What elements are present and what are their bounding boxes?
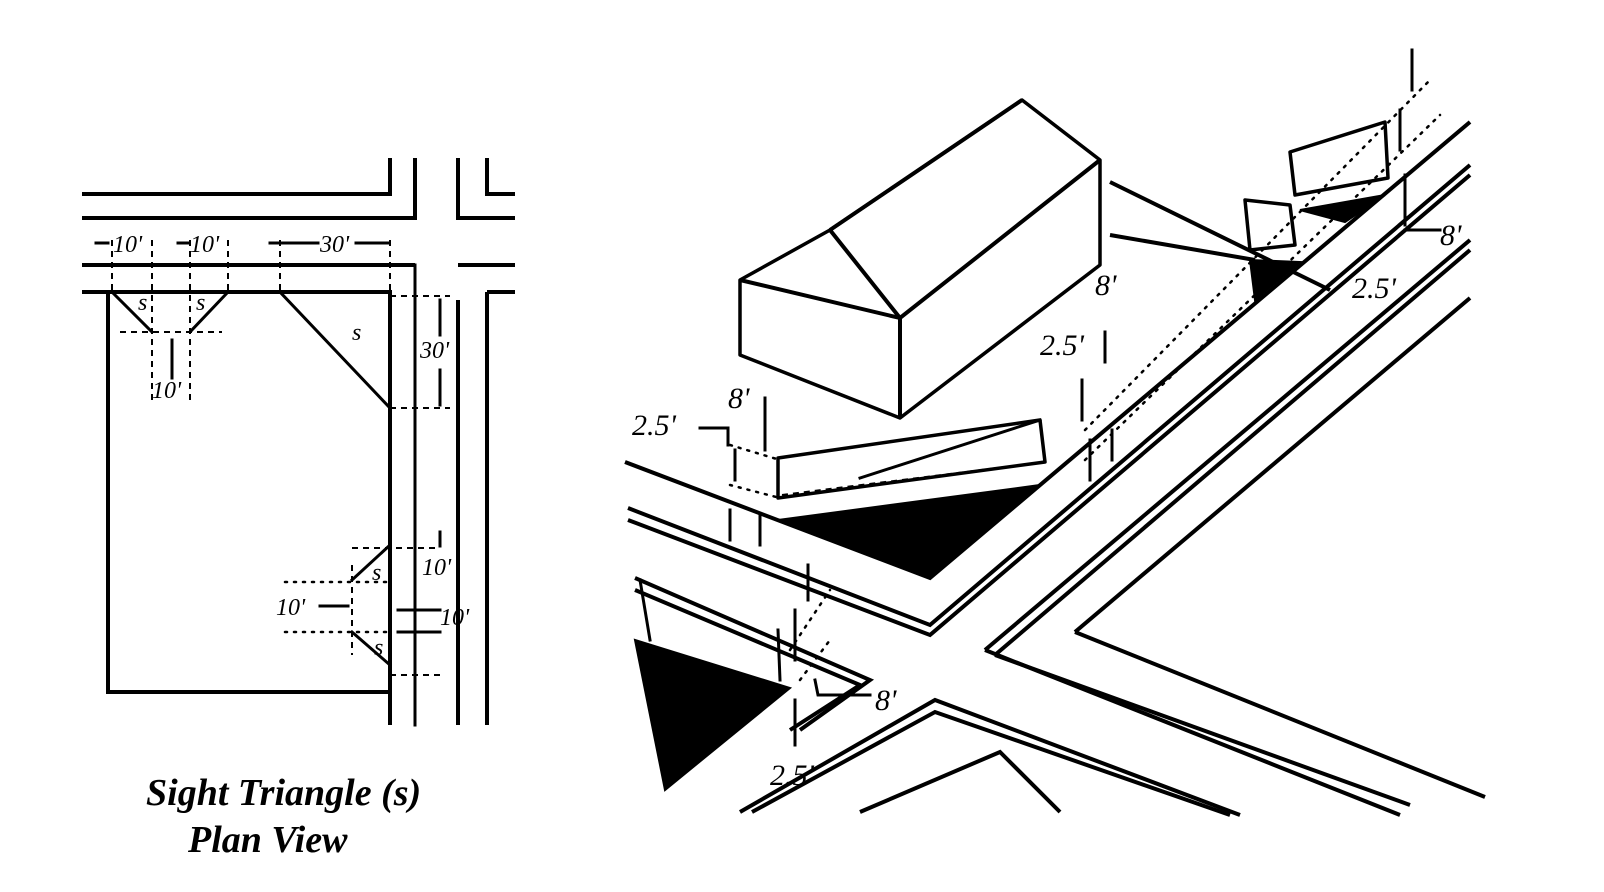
plan-sight-triangles: [109, 289, 393, 668]
height-label: 2.5': [1040, 329, 1085, 362]
plan-dimension-lines: [94, 240, 450, 676]
iso-house: [738, 98, 1102, 420]
dim-label: 30': [319, 232, 350, 258]
dim-label: 10': [190, 232, 220, 258]
sight-triangle-label: s: [374, 635, 383, 661]
caption-title: Sight Triangle (s): [146, 772, 421, 814]
sight-triangle-label: s: [196, 290, 205, 316]
height-label: 2.5': [770, 759, 815, 792]
isometric-view: 8' 2.5' 8' 2.5' 8' 2.5' 8' 2.5': [624, 48, 1486, 817]
height-label: 2.5': [1352, 272, 1397, 305]
plan-view: 10' 10' 30' s s s 30' 10' 10' s 10' 10' …: [82, 158, 515, 861]
caption-subtitle: Plan View: [187, 819, 348, 861]
height-label: 8': [1440, 219, 1462, 252]
dim-label: 10': [113, 232, 143, 258]
sight-triangle-label: s: [138, 290, 147, 316]
sight-triangle-label: s: [372, 560, 381, 586]
iso-sightlines: [698, 48, 1442, 747]
height-label: 8': [1095, 269, 1117, 302]
height-label: 8': [728, 382, 750, 415]
dim-label: 10': [276, 595, 306, 621]
plan-lot: [82, 290, 392, 725]
sight-triangle-label: s: [352, 320, 361, 346]
dim-label: 10': [152, 378, 182, 404]
dim-label: 10': [422, 555, 452, 581]
dim-label: 10': [440, 605, 470, 631]
height-label: 2.5': [632, 409, 677, 442]
dim-label: 30': [419, 338, 450, 364]
height-label: 8': [875, 684, 897, 717]
plan-streets: [82, 158, 515, 727]
iso-walls-and-hedges: [638, 120, 1390, 682]
